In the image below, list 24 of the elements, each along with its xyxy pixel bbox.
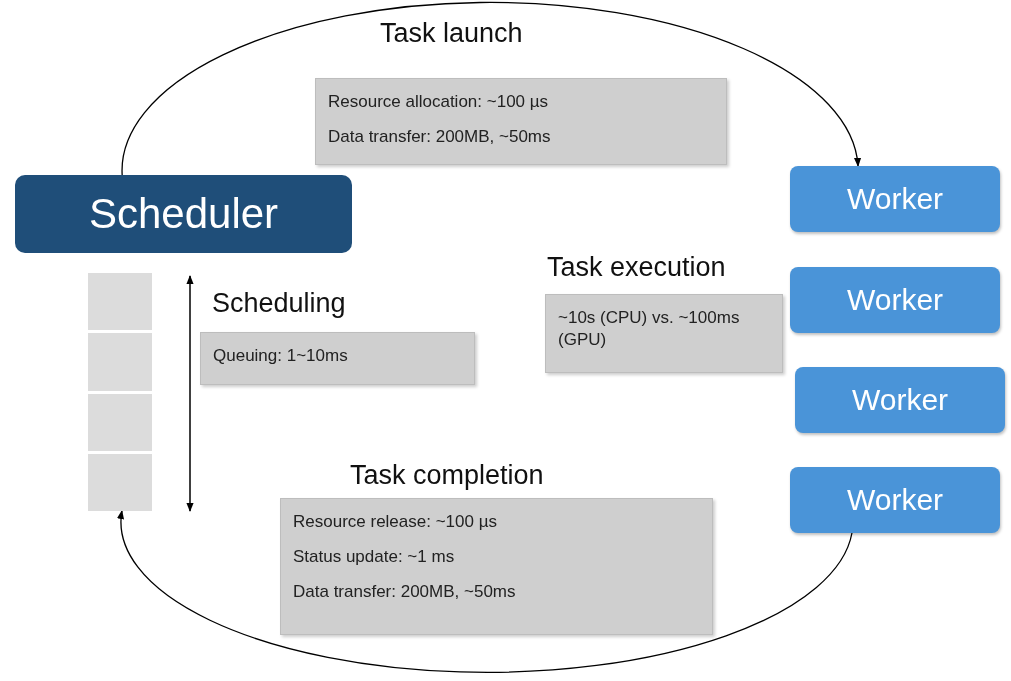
timing-text: Data transfer: 200MB, ~50ms xyxy=(293,581,517,604)
timing-text: Status update: ~1 ms xyxy=(293,546,456,569)
scheduler-box xyxy=(15,175,352,253)
timing-text: ~10s (CPU) vs. ~100ms (GPU) xyxy=(558,307,741,352)
section-heading: Scheduling xyxy=(212,288,346,320)
curved-arrow xyxy=(118,510,853,674)
worker-box xyxy=(790,267,1000,333)
worker-box xyxy=(790,166,1000,232)
section-heading: Task execution xyxy=(547,252,726,284)
timing-text: Resource allocation: ~100 µs xyxy=(328,91,550,113)
section-heading: Task completion xyxy=(350,460,544,492)
section-heading: Task launch xyxy=(380,18,523,50)
worker-label: Worker xyxy=(846,283,944,317)
worker-label: Worker xyxy=(851,383,949,417)
scheduler-label: Scheduler xyxy=(88,190,279,238)
timing-text: Data transfer: 200MB, ~50ms xyxy=(328,126,552,149)
worker-label: Worker xyxy=(846,483,944,517)
timing-text: Queuing: 1~10ms xyxy=(213,345,349,367)
curved-arrow xyxy=(121,1,860,176)
worker-label: Worker xyxy=(846,182,944,216)
timing-text: Resource release: ~100 µs xyxy=(293,511,498,533)
worker-box xyxy=(790,467,1000,533)
worker-box xyxy=(795,367,1005,433)
queue-column xyxy=(88,273,152,511)
